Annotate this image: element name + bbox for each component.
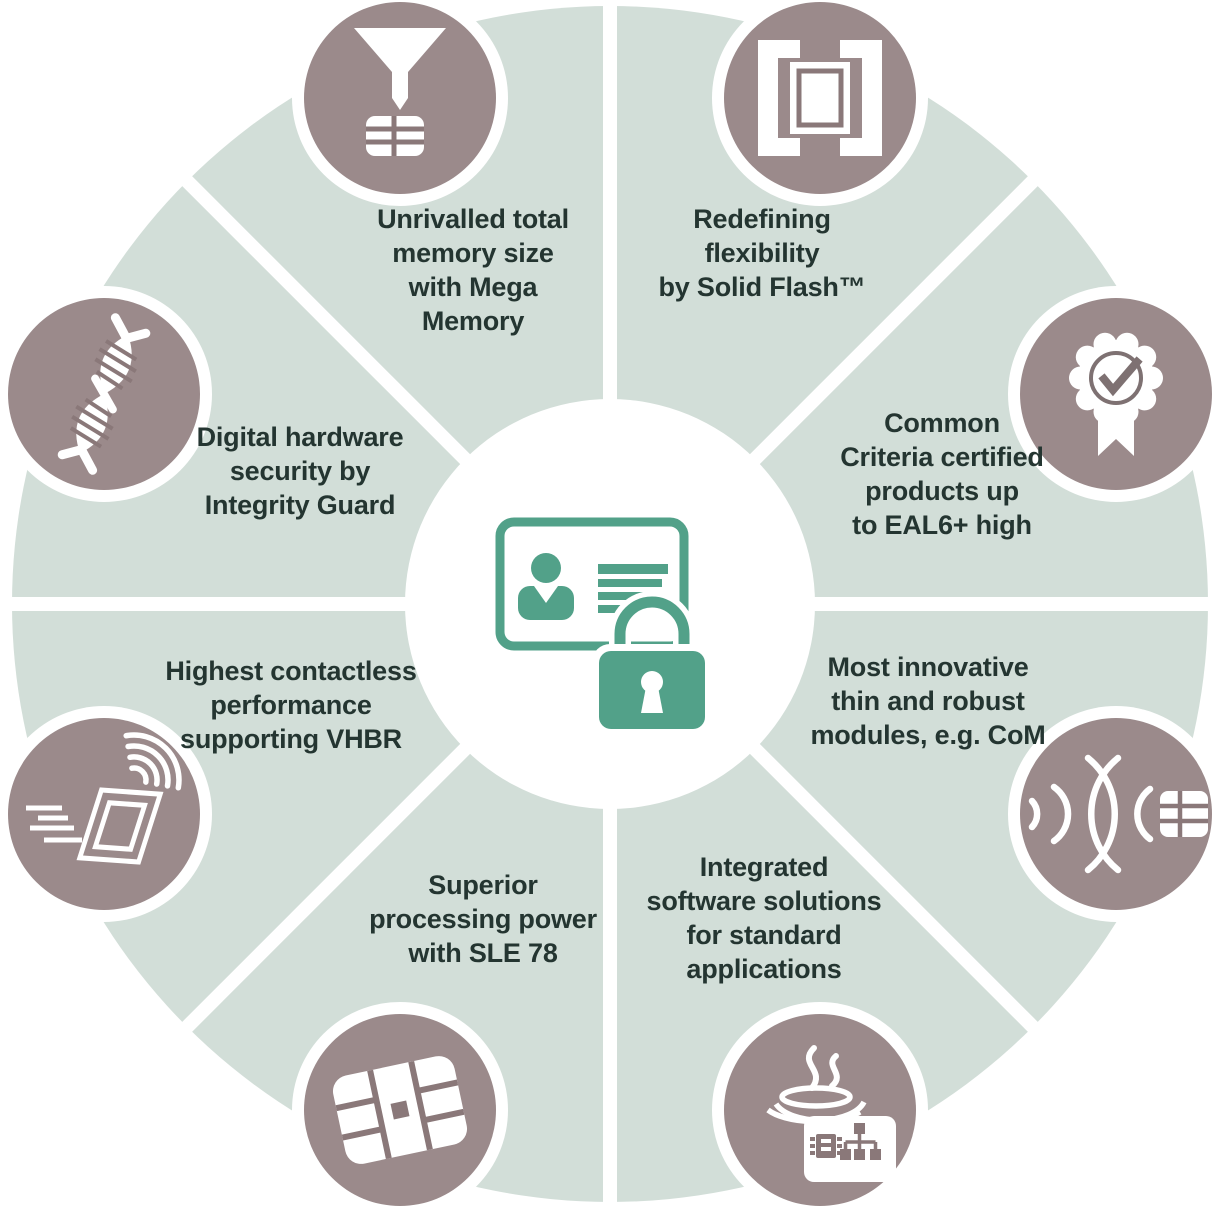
segment-label-mega-memory: Unrivalled total memory size with Mega M… [377,204,569,336]
funnel-into-chip-icon [292,0,508,206]
segment-label-integrity-guard: Digital hardware security by Integrity G… [196,422,404,520]
segment-label-com-modules: Most innovative thin and robust modules,… [810,652,1046,750]
segment-label-common-criteria: Common Criteria certified products up to… [840,408,1044,540]
smartcard-chip-icon [292,1002,508,1208]
dna-helix-icon [0,286,212,502]
segment-label-integrated-software: Integrated software solutions for standa… [646,852,882,984]
segment-label-vhbr: Highest contactless performance supporti… [165,656,417,754]
java-card-icon [712,1002,928,1208]
id-card-with-lock-icon [495,517,712,736]
contactless-chip-module-icon [1008,706,1220,922]
certificate-rosette-icon [1008,286,1220,502]
speeding-contactless-card-icon [0,706,212,922]
segment-label-solid-flash: Redefining flexibility by Solid Flash™ [658,204,866,302]
solid-flash-brackets-icon [712,0,928,206]
segment-label-sle78: Superior processing power with SLE 78 [369,870,597,968]
